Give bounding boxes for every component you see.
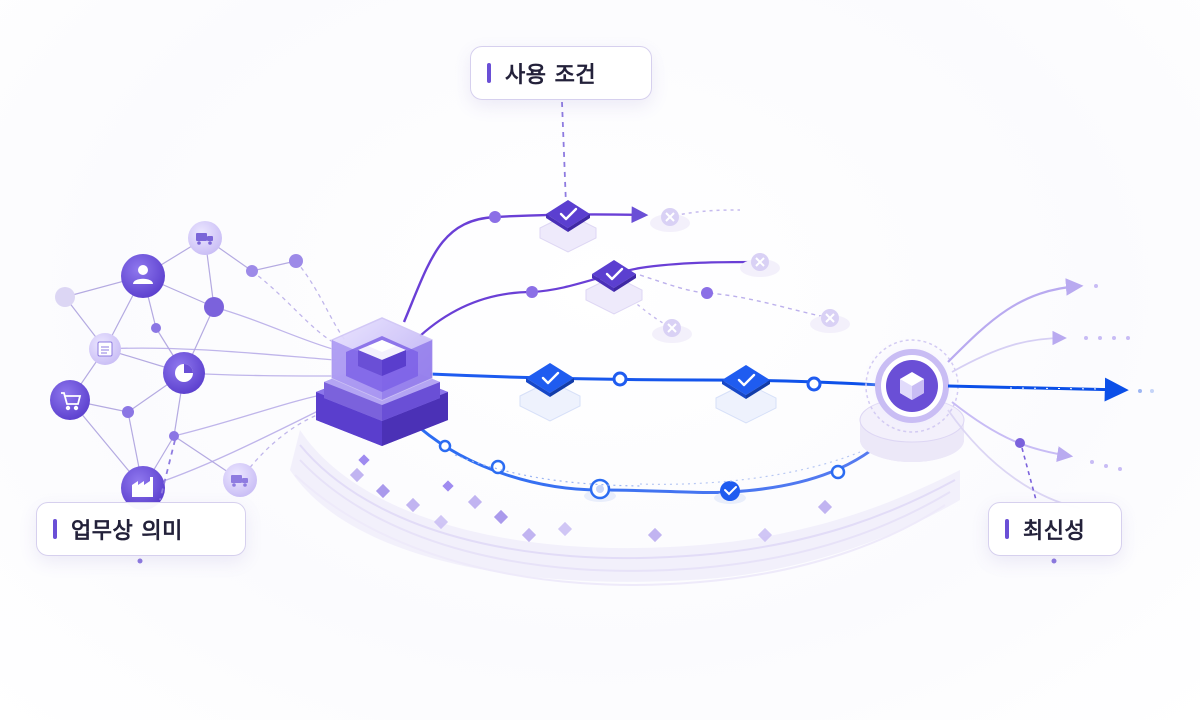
check-icon xyxy=(737,373,756,387)
check-icon xyxy=(724,486,737,496)
check-icon xyxy=(605,267,624,281)
purple-flow-middle xyxy=(419,260,831,337)
check-tile-usage-2 xyxy=(585,260,643,315)
check-tile-usage-1 xyxy=(539,200,597,253)
truck-icon xyxy=(231,475,248,487)
usage-conditions-callout: 사용 조건 xyxy=(470,46,652,100)
callout-accent-bar xyxy=(53,519,57,539)
fresh-anchor-dot xyxy=(1051,558,1057,564)
base-platform xyxy=(290,430,960,586)
callout-accent-bar xyxy=(1005,519,1009,539)
reject-nodes xyxy=(650,208,850,343)
main-blue-flow xyxy=(429,371,901,392)
reject-node-4 xyxy=(810,309,850,333)
cube-stack-icon xyxy=(331,317,433,401)
document-icon xyxy=(97,341,113,357)
usage-conditions-label: 사용 조건 xyxy=(505,63,597,88)
x-icon xyxy=(825,313,835,323)
factory-icon xyxy=(132,477,153,497)
reject-node-2 xyxy=(740,253,780,277)
source-node-user xyxy=(121,254,165,298)
check-tile-main-1 xyxy=(519,363,581,422)
central-hub xyxy=(316,317,448,446)
source-node-document xyxy=(89,333,121,365)
platform-cubes xyxy=(349,454,833,543)
pie-chart-icon xyxy=(175,364,193,382)
usage-callout-connector xyxy=(561,101,567,206)
callout-accent-bar xyxy=(487,63,491,83)
arc-check-node-light xyxy=(584,478,616,502)
x-icon xyxy=(665,212,675,222)
truck-icon xyxy=(196,233,213,245)
source-node-cart xyxy=(50,380,90,420)
source-node-pie-chart xyxy=(163,352,205,394)
source-node-truck xyxy=(188,221,222,255)
freshness-callout: 최신성 xyxy=(988,502,1122,556)
cart-icon xyxy=(61,392,82,411)
meaning-callout-connector xyxy=(159,439,176,501)
source-network-dots xyxy=(55,254,303,441)
output-arrows xyxy=(947,278,1154,509)
user-icon xyxy=(133,265,153,284)
business-meaning-callout: 업무상 의미 xyxy=(36,502,246,556)
check-icon xyxy=(541,371,560,385)
source-node-truck-small xyxy=(223,463,257,497)
x-icon xyxy=(755,257,765,267)
check-icon xyxy=(559,207,578,221)
check-tile-main-2 xyxy=(715,365,777,424)
arc-check-node-dark xyxy=(714,481,746,504)
source-node-factory xyxy=(121,466,165,510)
meaning-anchor-dot xyxy=(137,558,143,564)
freshness-label: 최신성 xyxy=(1023,519,1086,544)
lower-blue-arc xyxy=(419,409,912,504)
reject-node-1 xyxy=(650,208,690,232)
reject-node-3 xyxy=(652,319,692,343)
cube-icon xyxy=(900,372,924,400)
x-icon xyxy=(667,323,677,333)
output-hub xyxy=(859,336,965,462)
business-meaning-label: 업무상 의미 xyxy=(71,519,183,544)
